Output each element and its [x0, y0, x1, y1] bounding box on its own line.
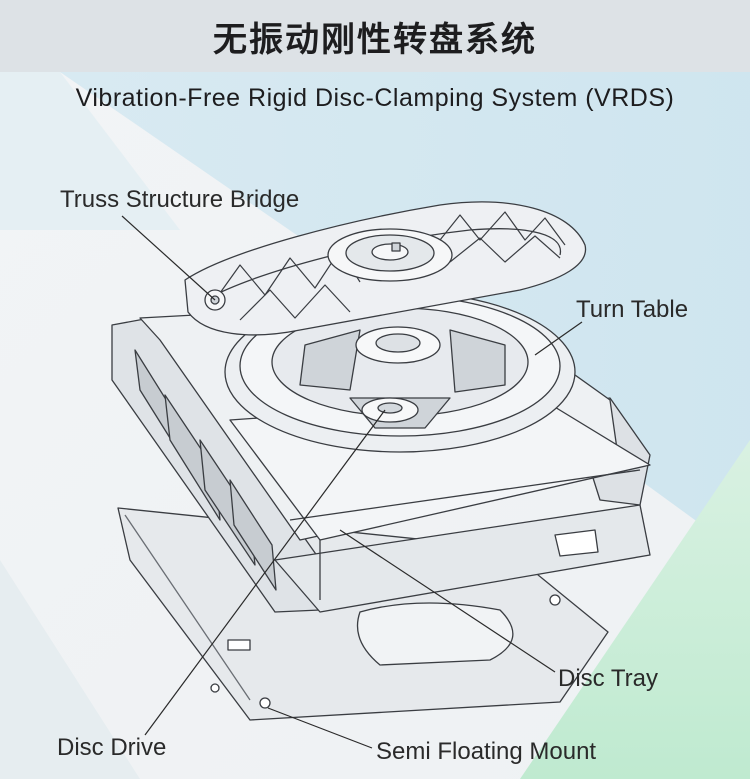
- truss-structure-bridge: [184, 201, 587, 336]
- leader-lines: [121, 215, 583, 749]
- label-truss-structure-bridge: Truss Structure Bridge: [60, 186, 300, 213]
- leader-truss: [121, 215, 216, 301]
- label-disc-tray: Disc Tray: [558, 665, 659, 692]
- leader-disc-drive: [144, 409, 386, 736]
- title-band: 无振动刚性转盘系统: [0, 0, 750, 72]
- page-title: 无振动刚性转盘系统: [213, 19, 537, 60]
- label-disc-drive: Disc Drive: [57, 734, 167, 761]
- turn-table: [224, 291, 576, 453]
- leader-turn-table: [534, 321, 583, 356]
- label-turn-table: Turn Table: [576, 296, 689, 323]
- label-semi-floating-mount: Semi Floating Mount: [376, 738, 597, 765]
- subtitle: Vibration-Free Rigid Disc-Clamping Syste…: [75, 84, 675, 112]
- leader-semi-floating-mount: [267, 707, 373, 749]
- leader-disc-tray: [339, 529, 556, 673]
